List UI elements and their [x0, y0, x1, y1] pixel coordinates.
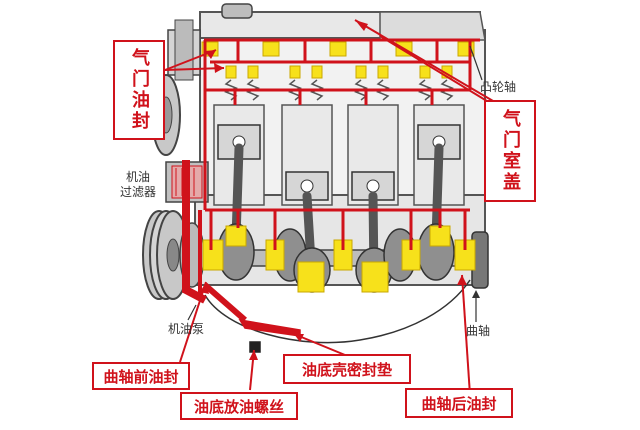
valve-oil-seal-label: 气门油封: [113, 40, 165, 140]
pan-gasket-label: 油底壳密封垫: [283, 354, 411, 384]
front-crank-seal-label: 曲轴前油封: [92, 362, 190, 390]
camshaft-label: 凸轮轴: [480, 80, 517, 94]
valve-cover-label: 气门室盖: [484, 100, 536, 202]
leader-lines: [164, 19, 506, 396]
oil-filter-label-line2: 过滤器: [119, 185, 156, 199]
drain-bolt-label: 油底放油螺丝: [180, 392, 298, 420]
oil-filter-label: 机油 过滤器: [112, 170, 164, 200]
crankshaft-label: 曲轴: [466, 324, 491, 338]
crankshaft-arrowhead: [472, 290, 480, 298]
main-bearings: [202, 225, 476, 271]
oil-filter-label-line1: 机油: [125, 170, 150, 184]
oil-galleries: [203, 38, 480, 250]
oil-pan: [203, 279, 471, 353]
rear-crank-seal-label: 曲轴后油封: [405, 388, 513, 418]
oil-pump-label: 机油泵: [168, 322, 205, 336]
arrowheads: [200, 20, 467, 360]
